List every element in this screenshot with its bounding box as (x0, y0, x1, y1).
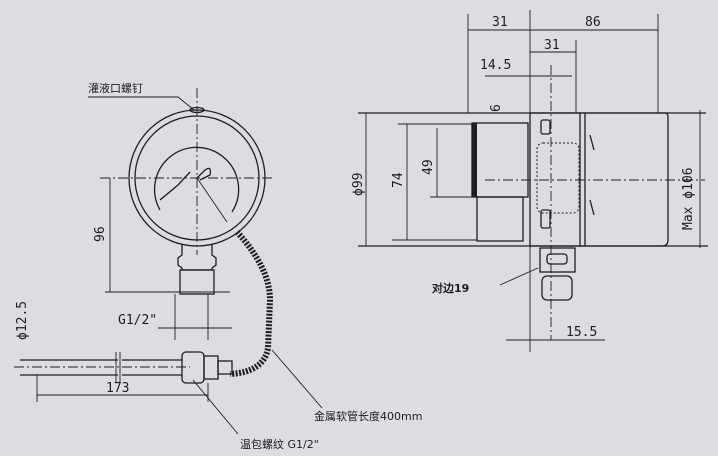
hidden-contour (536, 142, 580, 214)
dim-max-phi106: Max ϕ106 (681, 167, 696, 230)
hose-leader (271, 349, 323, 409)
gauge-body (471, 122, 529, 198)
dim-phi99: ϕ99 (351, 173, 366, 196)
hex-flat (546, 253, 568, 265)
dim-31-left: 31 (492, 15, 508, 30)
thread-label: G1/2" (118, 313, 157, 328)
bulb-leader (192, 379, 239, 435)
flats-leader (499, 267, 539, 286)
bulb-nut (203, 355, 219, 380)
across-flats-label: 对边19 (432, 281, 469, 295)
probe-diameter: ϕ12.5 (15, 301, 30, 340)
dim-96: 96 (93, 226, 108, 242)
glass-edge (472, 123, 477, 197)
dim-74: 74 (391, 172, 406, 188)
dim-14-5: 14.5 (480, 58, 511, 73)
case-mark (589, 134, 595, 151)
case-clip (540, 209, 551, 229)
metal-hose (229, 229, 274, 377)
hex-nut (539, 247, 576, 273)
dim-86: 86 (585, 15, 601, 30)
case-mark (589, 199, 595, 216)
case-back (580, 112, 669, 247)
socket (476, 196, 524, 242)
gauge-stem (177, 245, 217, 271)
dim-31-second: 31 (544, 38, 560, 53)
dim-173: 173 (106, 381, 129, 396)
fill-screw-leader (88, 96, 195, 111)
gauge-pointer (159, 167, 212, 201)
dim-6: 6 (489, 104, 504, 112)
dim-49: 49 (421, 159, 436, 175)
stem-thread (179, 269, 215, 295)
bulb-thread-label: 温包螺纹 G1/2" (240, 437, 319, 451)
hose-ferrule (217, 360, 233, 375)
case-side (529, 112, 581, 247)
front-view: 灌液口螺钉 96 G1/2" ϕ12.5 (14, 81, 422, 451)
dial-arc (153, 146, 240, 213)
case-clip (540, 119, 551, 135)
dim-15-5: 15.5 (566, 325, 597, 340)
thread-end (541, 275, 573, 301)
side-view: 31 86 31 14.5 6 ϕ99 74 49 Max ϕ10 (351, 10, 708, 352)
hose-length-label: 金属软管长度400mm (314, 409, 422, 423)
bulb-fitting (181, 351, 205, 384)
contact-pointer (196, 177, 228, 223)
fill-screw-label: 灌液口螺钉 (88, 81, 143, 95)
